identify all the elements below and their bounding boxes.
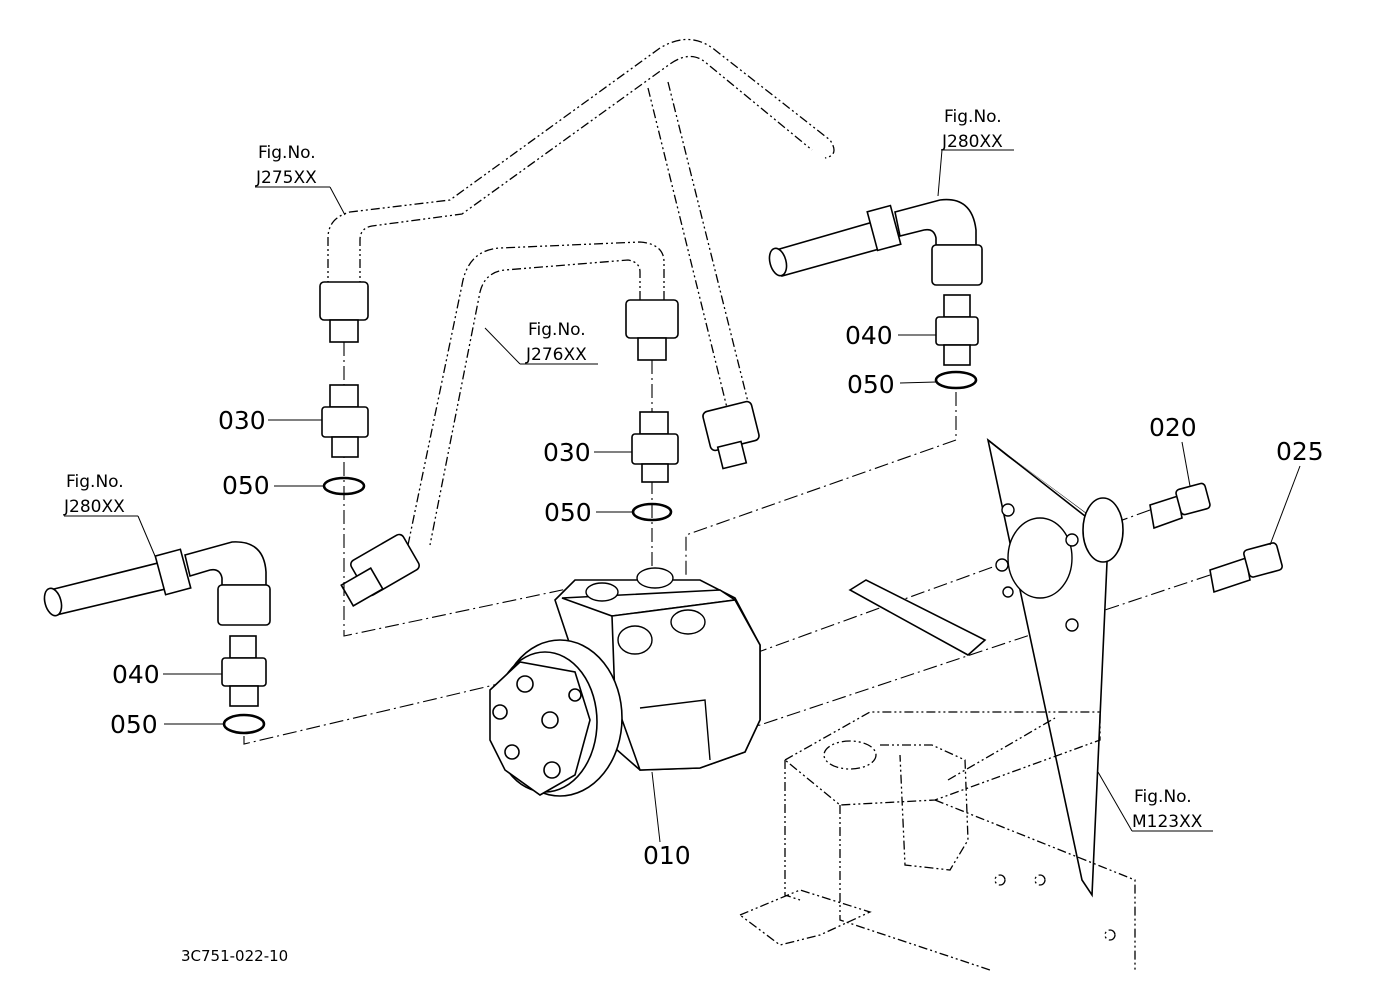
end-cap-plate [489, 661, 591, 796]
o-ring-050-left-lower [222, 713, 266, 735]
mounting-bracket [848, 437, 1124, 898]
figref-j280-right-number: J280XX [941, 132, 1003, 152]
adapter-030-left [321, 384, 369, 458]
j276-lower-tip [340, 567, 384, 607]
frame-m123-phantom [738, 711, 1136, 971]
support-strap [848, 579, 987, 656]
port-p [585, 582, 619, 602]
adapter-040-right [935, 294, 979, 366]
callout-050-left-lower: 050 [110, 710, 158, 739]
bracket-bore [1007, 517, 1073, 599]
j275-tip [716, 440, 748, 470]
callout-050-left-upper: 050 [222, 471, 270, 500]
callout-030-center: 030 [543, 438, 591, 467]
figref-j280-left-label: Fig.No. [66, 472, 124, 492]
callout-040-right: 040 [845, 321, 893, 350]
figure-references: Fig.No. J275XX Fig.No. J276XX Fig.No. J2… [63, 107, 1203, 832]
figref-j275-number: J275XX [255, 168, 317, 188]
port-t [636, 567, 674, 589]
callout-050-center: 050 [544, 498, 592, 527]
pipe-j275-phantom [327, 38, 835, 470]
j276-tip-sleeve [637, 337, 667, 361]
hose-j280-left [43, 541, 271, 626]
hose-j280-right [768, 198, 983, 286]
callout-010: 010 [643, 841, 691, 870]
figref-j280-right-label: Fig.No. [944, 107, 1002, 127]
bolt-020 [1149, 482, 1211, 530]
port-l [617, 625, 653, 655]
adapter-030-center [631, 411, 679, 483]
j280-left-nut [217, 584, 271, 626]
port-r [670, 609, 706, 635]
j280-right-nut [931, 244, 983, 286]
callout-030-left: 030 [218, 406, 266, 435]
callout-025: 025 [1276, 437, 1324, 466]
bolt-025 [1209, 542, 1283, 594]
figref-m123-number: M123XX [1132, 812, 1203, 832]
figref-j280-left-number: J280XX [63, 497, 125, 517]
figref-j276-number: J276XX [525, 345, 587, 365]
o-ring-050-right [934, 370, 978, 390]
leader-lines [64, 149, 1301, 843]
adapter-040-left [221, 635, 267, 707]
j275-tip-sleeve [329, 319, 359, 343]
callout-020: 020 [1149, 413, 1197, 442]
callout-labels: 030 050 030 050 040 050 040 050 010 020 … [110, 321, 1324, 870]
assembly-centerlines [243, 342, 1211, 745]
callout-050-right: 050 [847, 370, 895, 399]
steering-unit-010 [489, 567, 761, 797]
figref-m123-label: Fig.No. [1134, 787, 1192, 807]
pipe-j276-phantom [340, 241, 679, 607]
pipe-j275-end [319, 281, 369, 343]
j275-flare-nut [319, 281, 369, 321]
figref-j275-label: Fig.No. [258, 143, 316, 163]
j276-flare-nut [625, 299, 679, 339]
drawing-code: 3C751-022-10 [181, 947, 288, 965]
figref-j276-label: Fig.No. [528, 320, 586, 340]
callout-040-left: 040 [112, 660, 160, 689]
